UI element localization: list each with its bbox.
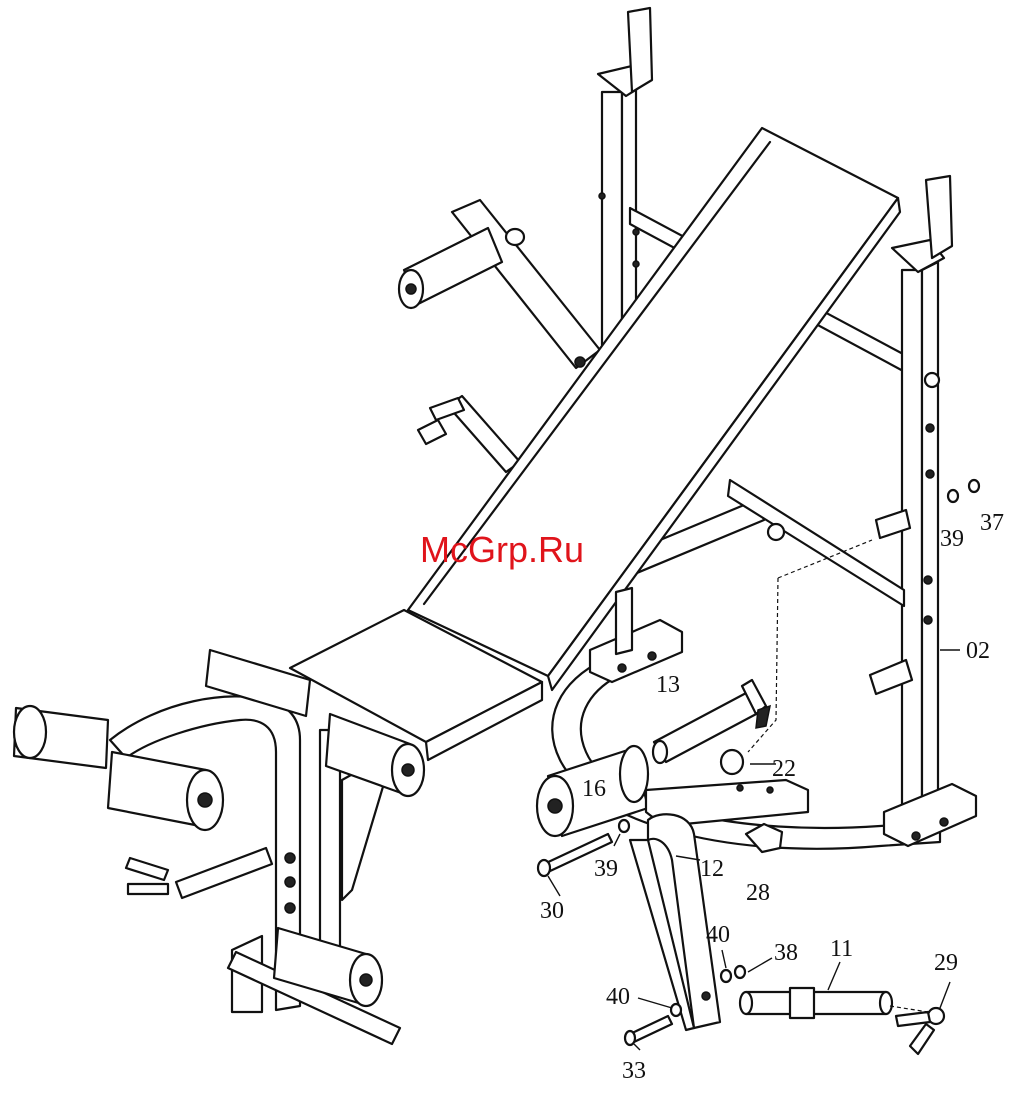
washer-39b: [619, 820, 629, 832]
part-label-28: 28: [746, 880, 770, 906]
leg-developer-arm: [399, 200, 600, 368]
washer-39a: [948, 490, 958, 502]
part-label-29: 29: [934, 950, 958, 976]
part-label-16: 16: [582, 776, 606, 802]
part-22-bushing: [721, 750, 743, 774]
part-label-11: 11: [830, 936, 853, 962]
part-label-30: 30: [540, 898, 564, 924]
watermark: McGrp.Ru: [420, 529, 584, 570]
part-label-38: 38: [774, 940, 798, 966]
part-11-bar: [740, 988, 892, 1018]
washer-40a: [721, 970, 731, 982]
part-label-40a: 40: [706, 922, 730, 948]
part-label-39b: 39: [594, 856, 618, 882]
part-label-33: 33: [622, 1058, 646, 1084]
part-label-37: 37: [980, 510, 1004, 536]
nut-38: [735, 966, 745, 978]
part-label-13: 13: [656, 672, 680, 698]
rear-base-tube: [728, 480, 904, 606]
nut-37: [969, 480, 979, 492]
right-upright: [892, 176, 952, 810]
part-label-02: 02: [966, 638, 990, 664]
washer-40b: [671, 1004, 681, 1016]
rear-knob: [418, 420, 446, 444]
part-label-39a: 39: [940, 526, 964, 552]
part-label-12: 12: [700, 856, 724, 882]
part-label-40b: 40: [606, 984, 630, 1010]
bolt-33: [630, 1016, 672, 1042]
part-label-22: 22: [772, 756, 796, 782]
